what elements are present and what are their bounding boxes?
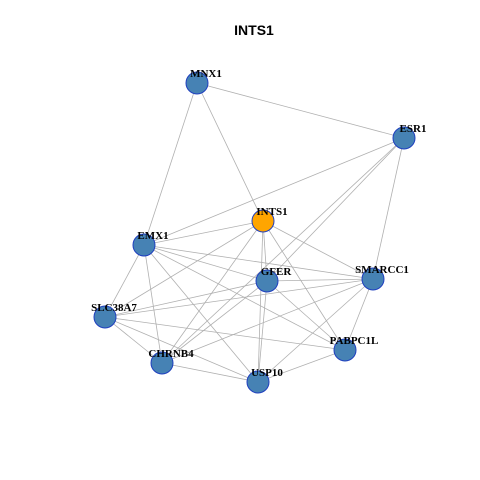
edge-smarcc1-usp10 — [257, 278, 374, 383]
edge-gfer-usp10 — [257, 280, 268, 383]
edge-slc38a7-pabpc1l — [104, 316, 346, 351]
node-ints1 — [251, 209, 275, 233]
edge-chrnb4-usp10 — [161, 362, 259, 383]
node-chrnb4 — [150, 351, 174, 375]
edge-pabpc1l-usp10 — [257, 349, 346, 383]
edge-gfer-slc38a7 — [104, 280, 268, 318]
edge-esr1-chrnb4 — [161, 137, 405, 364]
edge-emx1-smarcc1 — [143, 244, 374, 280]
node-slc38a7 — [93, 305, 117, 329]
node-gfer — [255, 269, 279, 293]
edge-mnx1-emx1 — [143, 82, 198, 246]
node-label-chrnb4: CHRNB4 — [148, 348, 194, 360]
edge-emx1-chrnb4 — [143, 244, 163, 364]
node-usp10 — [246, 370, 270, 394]
edge-emx1-gfer — [143, 244, 268, 282]
node-layer — [93, 71, 416, 394]
edge-emx1-slc38a7 — [104, 244, 145, 318]
edge-ints1-chrnb4 — [161, 220, 264, 364]
edge-ints1-emx1 — [143, 220, 264, 246]
node-emx1 — [132, 233, 156, 257]
edge-ints1-pabpc1l — [262, 220, 346, 351]
diagram-title: INTS1 — [234, 22, 274, 38]
node-mnx1 — [185, 71, 209, 95]
node-label-ints1: INTS1 — [256, 206, 287, 218]
node-label-pabpc1l: PABPC1L — [330, 335, 379, 347]
edge-esr1-smarcc1 — [372, 137, 405, 280]
edge-esr1-gfer — [266, 137, 405, 282]
node-label-mnx1: MNX1 — [190, 68, 222, 80]
edge-emx1-usp10 — [143, 244, 259, 383]
edge-slc38a7-chrnb4 — [104, 316, 163, 364]
node-label-smarcc1: SMARCC1 — [355, 264, 409, 276]
node-label-esr1: ESR1 — [400, 123, 427, 135]
edge-layer — [104, 82, 405, 383]
node-label-usp10: USP10 — [251, 367, 283, 379]
node-label-emx1: EMX1 — [137, 230, 168, 242]
edge-smarcc1-pabpc1l — [344, 278, 374, 351]
node-smarcc1 — [361, 267, 385, 291]
node-label-slc38a7: SLC38A7 — [91, 302, 137, 314]
edge-gfer-smarcc1 — [266, 278, 374, 282]
node-esr1 — [392, 126, 416, 150]
edge-slc38a7-usp10 — [104, 316, 259, 383]
edge-ints1-smarcc1 — [262, 220, 374, 280]
edge-smarcc1-slc38a7 — [104, 278, 374, 318]
edge-mnx1-esr1 — [196, 82, 405, 139]
node-pabpc1l — [333, 338, 357, 362]
edge-ints1-usp10 — [257, 220, 264, 383]
edge-mnx1-ints1 — [196, 82, 264, 222]
edge-ints1-slc38a7 — [104, 220, 264, 318]
edge-gfer-chrnb4 — [161, 280, 268, 364]
node-label-gfer: GFER — [261, 266, 293, 278]
edge-esr1-emx1 — [143, 137, 405, 246]
edge-smarcc1-chrnb4 — [161, 278, 374, 364]
